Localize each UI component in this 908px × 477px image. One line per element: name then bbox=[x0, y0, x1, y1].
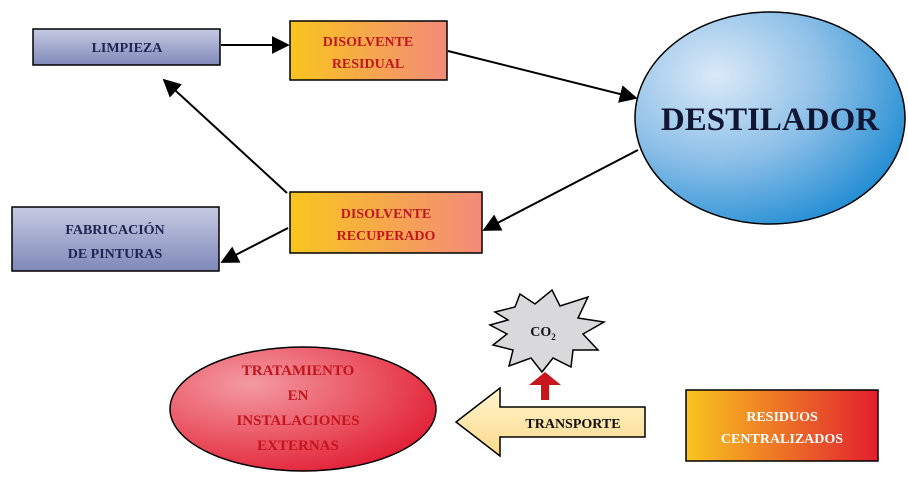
co2-burst: CO2 bbox=[487, 288, 607, 374]
tratamiento-line-1: TRATAMIENTO bbox=[242, 363, 355, 379]
tratamiento-line-3: INSTALACIONES bbox=[236, 413, 359, 429]
fabricacion-line-2: DE PINTURAS bbox=[68, 247, 163, 262]
tratamiento-line-4: EXTERNAS bbox=[257, 438, 339, 454]
arrow-residual-to-destilador bbox=[447, 50, 638, 103]
transporte-label: TRANSPORTE bbox=[525, 417, 620, 432]
co2-subscript: 2 bbox=[551, 332, 556, 342]
tratamiento-ellipse: TRATAMIENTO EN INSTALACIONES EXTERNAS bbox=[169, 346, 437, 472]
arrow-recuperado-to-limpieza bbox=[162, 78, 288, 194]
emission-up-arrow bbox=[529, 372, 561, 400]
disolvente-residual-line-1: DISOLVENTE bbox=[323, 35, 414, 50]
disolvente-recuperado-line-2: RECUPERADO bbox=[337, 229, 436, 244]
residuos-line-1: RESIDUOS bbox=[746, 410, 818, 425]
residuos-line-2: CENTRALIZADOS bbox=[721, 432, 843, 447]
disolvente-residual-line-2: RESIDUAL bbox=[332, 57, 404, 72]
limpieza-label: LIMPIEZA bbox=[92, 41, 164, 56]
residuos-centralizados-box: RESIDUOS CENTRALIZADOS bbox=[685, 389, 879, 462]
co2-label: CO2 bbox=[530, 325, 556, 342]
fabricacion-line-1: FABRICACIÓN bbox=[65, 221, 164, 238]
fabricacion-pinturas-box: FABRICACIÓN DE PINTURAS bbox=[11, 206, 220, 272]
destilador-label: DESTILADOR bbox=[661, 102, 880, 138]
destilador-ellipse: DESTILADOR bbox=[634, 11, 906, 225]
disolvente-recuperado-box: DISOLVENTE RECUPERADO bbox=[289, 191, 483, 254]
arrow-destilador-to-recuperado bbox=[482, 149, 639, 231]
arrow-recuperado-to-fabricacion bbox=[220, 227, 289, 263]
disolvente-residual-box: DISOLVENTE RESIDUAL bbox=[289, 20, 448, 81]
disolvente-recuperado-line-1: DISOLVENTE bbox=[341, 207, 432, 222]
tratamiento-line-2: EN bbox=[288, 388, 309, 404]
limpieza-box: LIMPIEZA bbox=[32, 28, 221, 66]
transporte-arrow: TRANSPORTE bbox=[454, 386, 646, 458]
co2-main: CO bbox=[530, 325, 551, 340]
